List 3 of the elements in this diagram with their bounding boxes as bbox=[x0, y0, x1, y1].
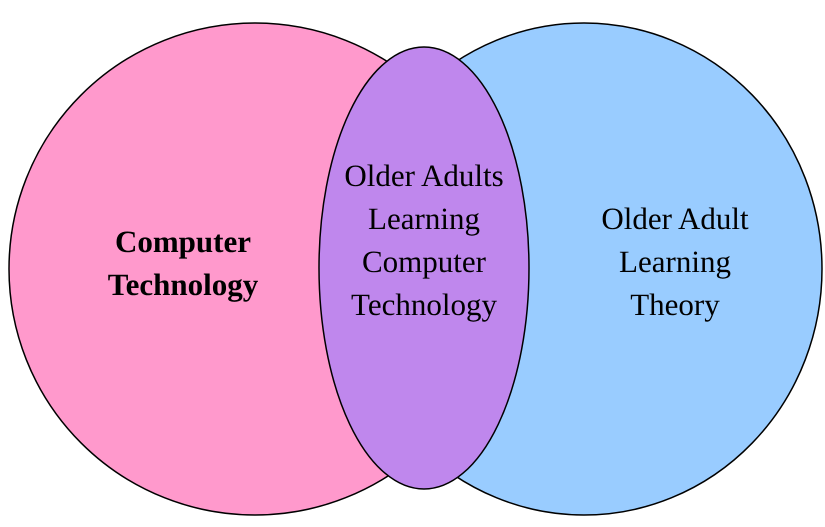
set-label: Computer Technology bbox=[106, 223, 260, 304]
set-label: Older Adults Learning Computer Technology bbox=[343, 157, 505, 324]
set-label: Older Adult Learning Theory bbox=[600, 200, 750, 324]
